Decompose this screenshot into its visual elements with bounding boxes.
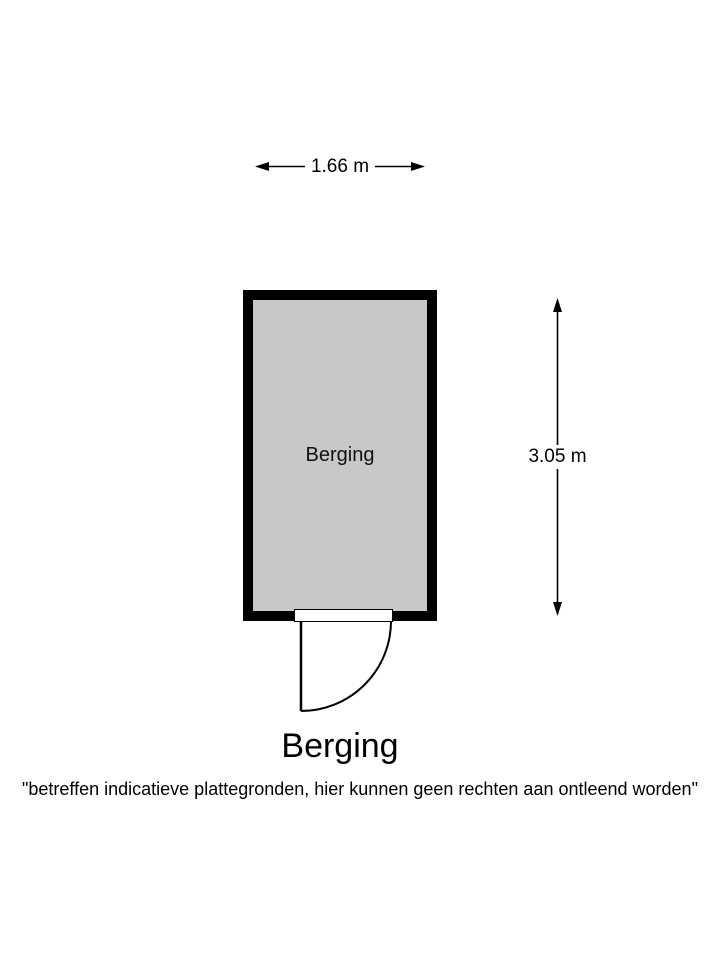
- height-dimension: 3.05 m: [522, 298, 593, 616]
- plan-title: Berging: [281, 727, 399, 765]
- door-swing-icon: [299, 620, 392, 712]
- width-dimension: 1.66 m: [255, 154, 425, 179]
- height-dimension-label: 3.05 m: [522, 445, 593, 469]
- room-label: Berging: [305, 444, 375, 466]
- disclaimer-text: "betreffen indicatieve plattegronden, hi…: [22, 779, 698, 799]
- room-berging: Berging: [243, 290, 437, 621]
- width-dimension-label: 1.66 m: [304, 154, 376, 179]
- door-opening: [294, 609, 393, 622]
